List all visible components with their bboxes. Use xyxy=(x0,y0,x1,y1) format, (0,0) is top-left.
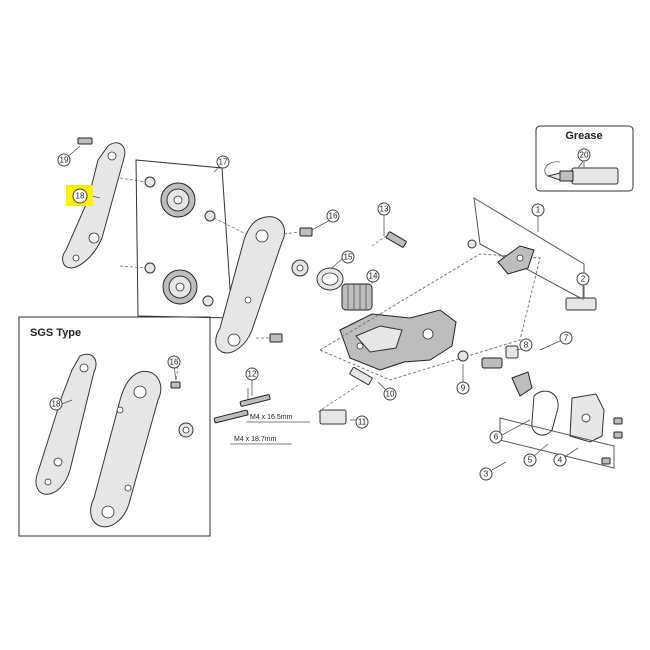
callout-17: 17 xyxy=(216,155,230,169)
grease-box-title: Grease xyxy=(565,130,602,142)
svg-text:19: 19 xyxy=(60,156,69,165)
upper-pulley xyxy=(160,182,196,218)
callout-10: 10 xyxy=(383,387,397,401)
bolt-short xyxy=(239,394,271,407)
sgs-inner-plate xyxy=(90,370,162,528)
screw-bottom xyxy=(269,333,283,343)
svg-text:3: 3 xyxy=(484,470,489,479)
bolt-9 xyxy=(481,357,503,369)
sgs-type-box-title: SGS Type xyxy=(30,327,81,339)
cap-8 xyxy=(505,345,519,359)
bolt-long xyxy=(213,409,249,424)
adjust-screw-11 xyxy=(319,409,347,425)
spring-14 xyxy=(341,283,373,311)
svg-text:7: 7 xyxy=(564,334,569,343)
svg-text:13: 13 xyxy=(380,205,389,214)
inner-plate-assembly xyxy=(215,216,313,354)
callout-19: 19 xyxy=(57,153,71,167)
callout-16-main: 16 xyxy=(326,209,340,223)
svg-text:8: 8 xyxy=(524,341,529,350)
svg-text:4: 4 xyxy=(558,456,563,465)
callout-1: 1 xyxy=(531,203,545,217)
svg-text:10: 10 xyxy=(386,390,395,399)
svg-text:17: 17 xyxy=(219,158,228,167)
sgs-outer-plate xyxy=(35,353,97,495)
svg-text:2: 2 xyxy=(581,275,586,284)
small-parts xyxy=(247,345,533,425)
callouts: 1 2 3 4 5 6 7 8 9 10 11 12 13 14 15 16 1… xyxy=(49,145,591,481)
callout-16-sgs: 16 xyxy=(167,355,181,369)
screw-16 xyxy=(299,227,313,237)
sgs-type-box-frame xyxy=(18,316,211,537)
screw-13 xyxy=(371,231,407,248)
callout-2: 2 xyxy=(576,272,590,286)
svg-text:18: 18 xyxy=(76,192,85,201)
lower-pulley xyxy=(162,269,198,305)
callout-8: 8 xyxy=(519,338,533,352)
callout-15: 15 xyxy=(341,250,355,264)
svg-text:1: 1 xyxy=(536,206,541,215)
svg-text:5: 5 xyxy=(528,456,533,465)
callout-14: 14 xyxy=(366,269,380,283)
adjust-bolt xyxy=(565,297,597,311)
grease-box-frame xyxy=(535,125,634,192)
callout-20: 20 xyxy=(577,148,591,162)
derailleur-body xyxy=(318,253,541,381)
callout-3: 3 xyxy=(479,467,493,481)
pivot-bracket xyxy=(497,245,535,275)
pulley-box xyxy=(119,159,251,319)
callout-7: 7 xyxy=(559,331,573,345)
body-dashed-frame xyxy=(318,253,541,381)
seal-6 xyxy=(531,390,559,436)
sgs-type-box: SGS Type xyxy=(18,316,211,537)
svg-text:12: 12 xyxy=(248,370,257,379)
svg-text:20: 20 xyxy=(580,151,589,160)
callout-13: 13 xyxy=(377,202,391,216)
dim-bolt-short: M4 x 16.5mm xyxy=(250,414,293,421)
svg-text:18: 18 xyxy=(52,400,61,409)
bolts-12: M4 x 16.5mm M4 x 18.7mm xyxy=(213,394,310,445)
svg-text:11: 11 xyxy=(358,418,367,427)
callout-9: 9 xyxy=(456,381,470,395)
washer xyxy=(457,350,469,362)
outer-plate-18 xyxy=(62,142,126,269)
svg-text:9: 9 xyxy=(461,384,466,393)
callout-18-sgs: 18 xyxy=(49,397,63,411)
callout-6: 6 xyxy=(489,430,503,444)
callout-4: 4 xyxy=(553,453,567,467)
grease-box: Grease xyxy=(535,125,634,192)
callout-11: 11 xyxy=(355,415,369,429)
outer-plate-assembly xyxy=(62,137,126,269)
inner-plate xyxy=(215,216,285,354)
cable-stop-assembly xyxy=(467,197,597,311)
grease-tube-icon xyxy=(544,161,619,185)
svg-text:14: 14 xyxy=(369,272,378,281)
callout-5: 5 xyxy=(523,453,537,467)
cable-clamp xyxy=(511,371,533,397)
callout-12: 12 xyxy=(245,367,259,381)
callout-18-main: 18 xyxy=(72,188,88,204)
spring-assembly xyxy=(316,267,373,311)
svg-text:16: 16 xyxy=(170,358,179,367)
bracket-assembly xyxy=(499,390,623,469)
svg-text:15: 15 xyxy=(344,253,353,262)
pin-10 xyxy=(349,366,373,386)
dim-bolt-long: M4 x 18.7mm xyxy=(234,436,277,443)
svg-text:6: 6 xyxy=(494,433,499,442)
svg-text:16: 16 xyxy=(329,212,338,221)
bolt-19 xyxy=(77,137,93,145)
